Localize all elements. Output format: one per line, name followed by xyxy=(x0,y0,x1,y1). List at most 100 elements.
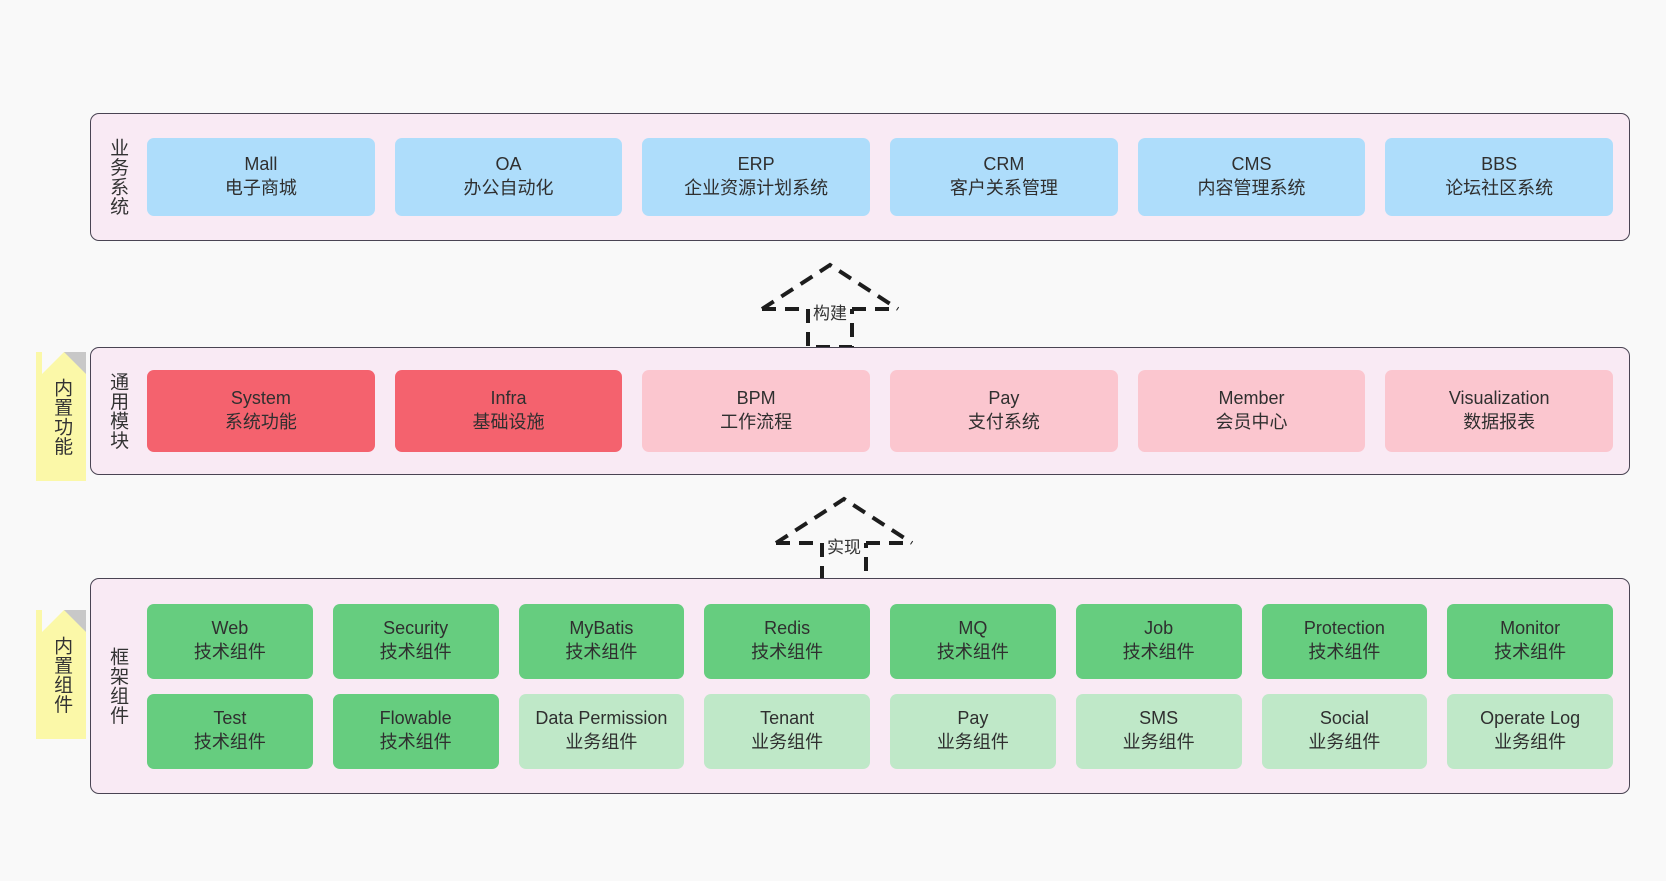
card-subtitle: 基础设施 xyxy=(472,412,545,432)
card-title: Operate Log xyxy=(1480,708,1581,729)
tier-common-modules[interactable]: 通用模块 System 系统功能 Infra 基础设施 BPM 工作流程 Pay… xyxy=(90,347,1630,475)
card-title: MyBatis xyxy=(569,618,634,639)
card-title: Member xyxy=(1218,388,1285,409)
card-cms[interactable]: CMS 内容管理系统 xyxy=(1137,138,1366,216)
card-title: Pay xyxy=(988,388,1020,409)
arrow-head-triangle xyxy=(774,496,914,545)
card-row: Mall 电子商城 OA 办公自动化 ERP 企业资源计划系统 CRM 客户关系… xyxy=(147,138,1614,216)
tier-label-framework-components: 框架组件 xyxy=(107,647,129,725)
card-erp[interactable]: ERP 企业资源计划系统 xyxy=(642,138,871,216)
card-title: Visualization xyxy=(1448,388,1550,409)
card-job[interactable]: Job 技术组件 xyxy=(1075,603,1242,679)
card-subtitle: 技术组件 xyxy=(1308,642,1381,662)
card-subtitle: 技术组件 xyxy=(565,642,638,662)
card-subtitle: 技术组件 xyxy=(379,642,452,662)
card-protection[interactable]: Protection 技术组件 xyxy=(1261,603,1428,679)
card-title: SMS xyxy=(1139,708,1179,729)
card-bpm[interactable]: BPM 工作流程 xyxy=(642,370,871,452)
card-subtitle: 论坛社区系统 xyxy=(1445,178,1554,198)
arrow-head-triangle xyxy=(760,262,900,311)
card-mq[interactable]: MQ 技术组件 xyxy=(890,603,1056,679)
note-builtin-component[interactable]: 内置组件 xyxy=(36,610,86,739)
card-subtitle: 业务组件 xyxy=(1308,732,1381,752)
card-subtitle: 业务组件 xyxy=(751,732,824,752)
tier-framework-components[interactable]: 框架组件 Web 技术组件 Security 技术组件 MyBatis 技术组件… xyxy=(90,578,1630,794)
card-subtitle: 技术组件 xyxy=(1494,642,1567,662)
card-mybatis[interactable]: MyBatis 技术组件 xyxy=(518,603,685,679)
card-title: Protection xyxy=(1303,618,1385,639)
card-subtitle: 工作流程 xyxy=(720,412,793,432)
card-security[interactable]: Security 技术组件 xyxy=(332,603,499,679)
card-subtitle: 业务组件 xyxy=(565,732,638,752)
note-label: 内置功能 xyxy=(51,377,73,456)
card-pay[interactable]: Pay 支付系统 xyxy=(890,370,1118,452)
card-bbs[interactable]: BBS 论坛社区系统 xyxy=(1385,138,1614,216)
card-subtitle: 业务组件 xyxy=(936,732,1009,752)
card-subtitle: 技术组件 xyxy=(751,642,824,662)
card-title: Data Permission xyxy=(535,708,668,729)
tier-body-business-systems: Mall 电子商城 OA 办公自动化 ERP 企业资源计划系统 CRM 客户关系… xyxy=(143,114,1629,240)
card-subtitle: 系统功能 xyxy=(224,412,297,432)
card-title: OA xyxy=(495,154,522,175)
tier-body-framework-components: Web 技术组件 Security 技术组件 MyBatis 技术组件 Redi… xyxy=(143,579,1629,793)
card-data-permission[interactable]: Data Permission 业务组件 xyxy=(518,693,685,769)
note-label: 内置组件 xyxy=(51,635,73,714)
card-subtitle: 技术组件 xyxy=(1122,642,1195,662)
card-web[interactable]: Web 技术组件 xyxy=(147,603,313,679)
card-visualization[interactable]: Visualization 数据报表 xyxy=(1385,370,1614,452)
card-row-business: Test 技术组件 Flowable 技术组件 Data Permission … xyxy=(147,693,1613,769)
card-subtitle: 技术组件 xyxy=(193,642,266,662)
card-flowable[interactable]: Flowable 技术组件 xyxy=(332,693,499,769)
connector-implement: 实现 xyxy=(774,496,914,583)
tier-label-business-systems: 业务系统 xyxy=(107,138,129,216)
card-monitor[interactable]: Monitor 技术组件 xyxy=(1447,603,1613,679)
card-title: CRM xyxy=(983,154,1025,175)
card-row: System 系统功能 Infra 基础设施 BPM 工作流程 Pay 支付系统… xyxy=(147,370,1614,452)
card-row-tech: Web 技术组件 Security 技术组件 MyBatis 技术组件 Redi… xyxy=(147,603,1613,679)
connector-implement-label: 实现 xyxy=(827,538,861,557)
card-system[interactable]: System 系统功能 xyxy=(147,370,375,452)
card-test[interactable]: Test 技术组件 xyxy=(147,693,313,769)
card-title: Redis xyxy=(764,618,811,639)
note-fold-icon xyxy=(64,610,86,632)
card-subtitle: 业务组件 xyxy=(1122,732,1195,752)
card-sms[interactable]: SMS 业务组件 xyxy=(1075,693,1242,769)
note-builtin-function[interactable]: 内置功能 xyxy=(36,352,86,481)
card-title: Web xyxy=(211,618,249,639)
card-title: Monitor xyxy=(1500,618,1561,639)
card-social[interactable]: Social 业务组件 xyxy=(1261,693,1428,769)
card-subtitle: 技术组件 xyxy=(193,732,266,752)
card-mall[interactable]: Mall 电子商城 xyxy=(147,138,375,216)
card-title: Job xyxy=(1144,618,1174,639)
card-subtitle: 技术组件 xyxy=(936,642,1009,662)
card-title: CMS xyxy=(1231,154,1272,175)
card-pay-component[interactable]: Pay 业务组件 xyxy=(890,693,1056,769)
card-title: Flowable xyxy=(379,708,452,729)
card-member[interactable]: Member 会员中心 xyxy=(1137,370,1366,452)
tier-business-systems[interactable]: 业务系统 Mall 电子商城 OA 办公自动化 ERP 企业资源计划系统 CRM… xyxy=(90,113,1630,241)
card-tenant[interactable]: Tenant 业务组件 xyxy=(704,693,870,769)
card-title: BPM xyxy=(736,388,776,409)
tier-body-common-modules: System 系统功能 Infra 基础设施 BPM 工作流程 Pay 支付系统… xyxy=(143,348,1629,474)
card-title: BBS xyxy=(1481,154,1518,175)
card-title: Pay xyxy=(957,708,989,729)
card-subtitle: 会员中心 xyxy=(1215,412,1288,432)
card-title: MQ xyxy=(958,618,988,639)
card-subtitle: 支付系统 xyxy=(967,412,1040,432)
card-infra[interactable]: Infra 基础设施 xyxy=(394,370,623,452)
card-title: Security xyxy=(383,618,449,639)
card-subtitle: 电子商城 xyxy=(224,178,297,198)
card-operate-log[interactable]: Operate Log 业务组件 xyxy=(1447,693,1613,769)
card-crm[interactable]: CRM 客户关系管理 xyxy=(890,138,1118,216)
card-redis[interactable]: Redis 技术组件 xyxy=(704,603,870,679)
card-oa[interactable]: OA 办公自动化 xyxy=(394,138,623,216)
connector-build: 构建 xyxy=(760,262,900,349)
card-title: Test xyxy=(213,708,247,729)
card-title: Social xyxy=(1319,708,1369,729)
card-subtitle: 办公自动化 xyxy=(463,178,554,198)
card-subtitle: 数据报表 xyxy=(1463,412,1536,432)
card-subtitle: 技术组件 xyxy=(379,732,452,752)
tier-label-common-modules: 通用模块 xyxy=(107,372,129,450)
card-title: Mall xyxy=(244,154,278,175)
